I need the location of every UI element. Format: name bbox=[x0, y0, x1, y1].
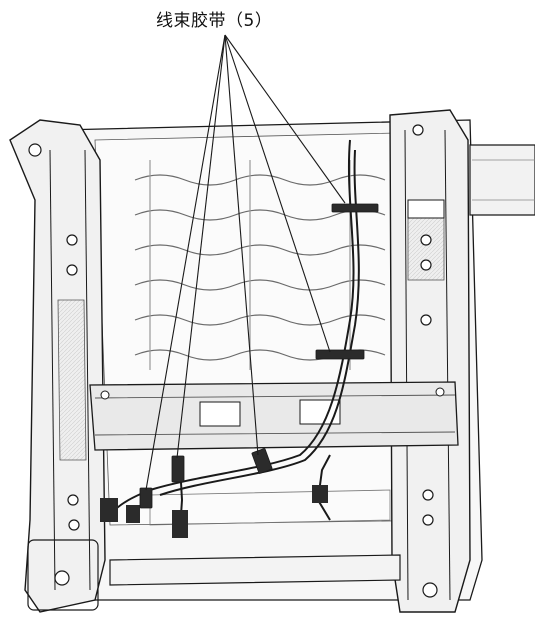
connectors bbox=[100, 485, 328, 538]
harness-tapes bbox=[139, 203, 379, 509]
recliner-shaft bbox=[469, 144, 535, 216]
cross-member bbox=[89, 381, 459, 451]
leader-lines bbox=[145, 34, 346, 491]
front-rail bbox=[109, 489, 401, 586]
left-side-rail bbox=[9, 119, 106, 613]
right-side-rail bbox=[389, 109, 471, 613]
callout-label: 线束胶带（5） bbox=[156, 11, 273, 31]
